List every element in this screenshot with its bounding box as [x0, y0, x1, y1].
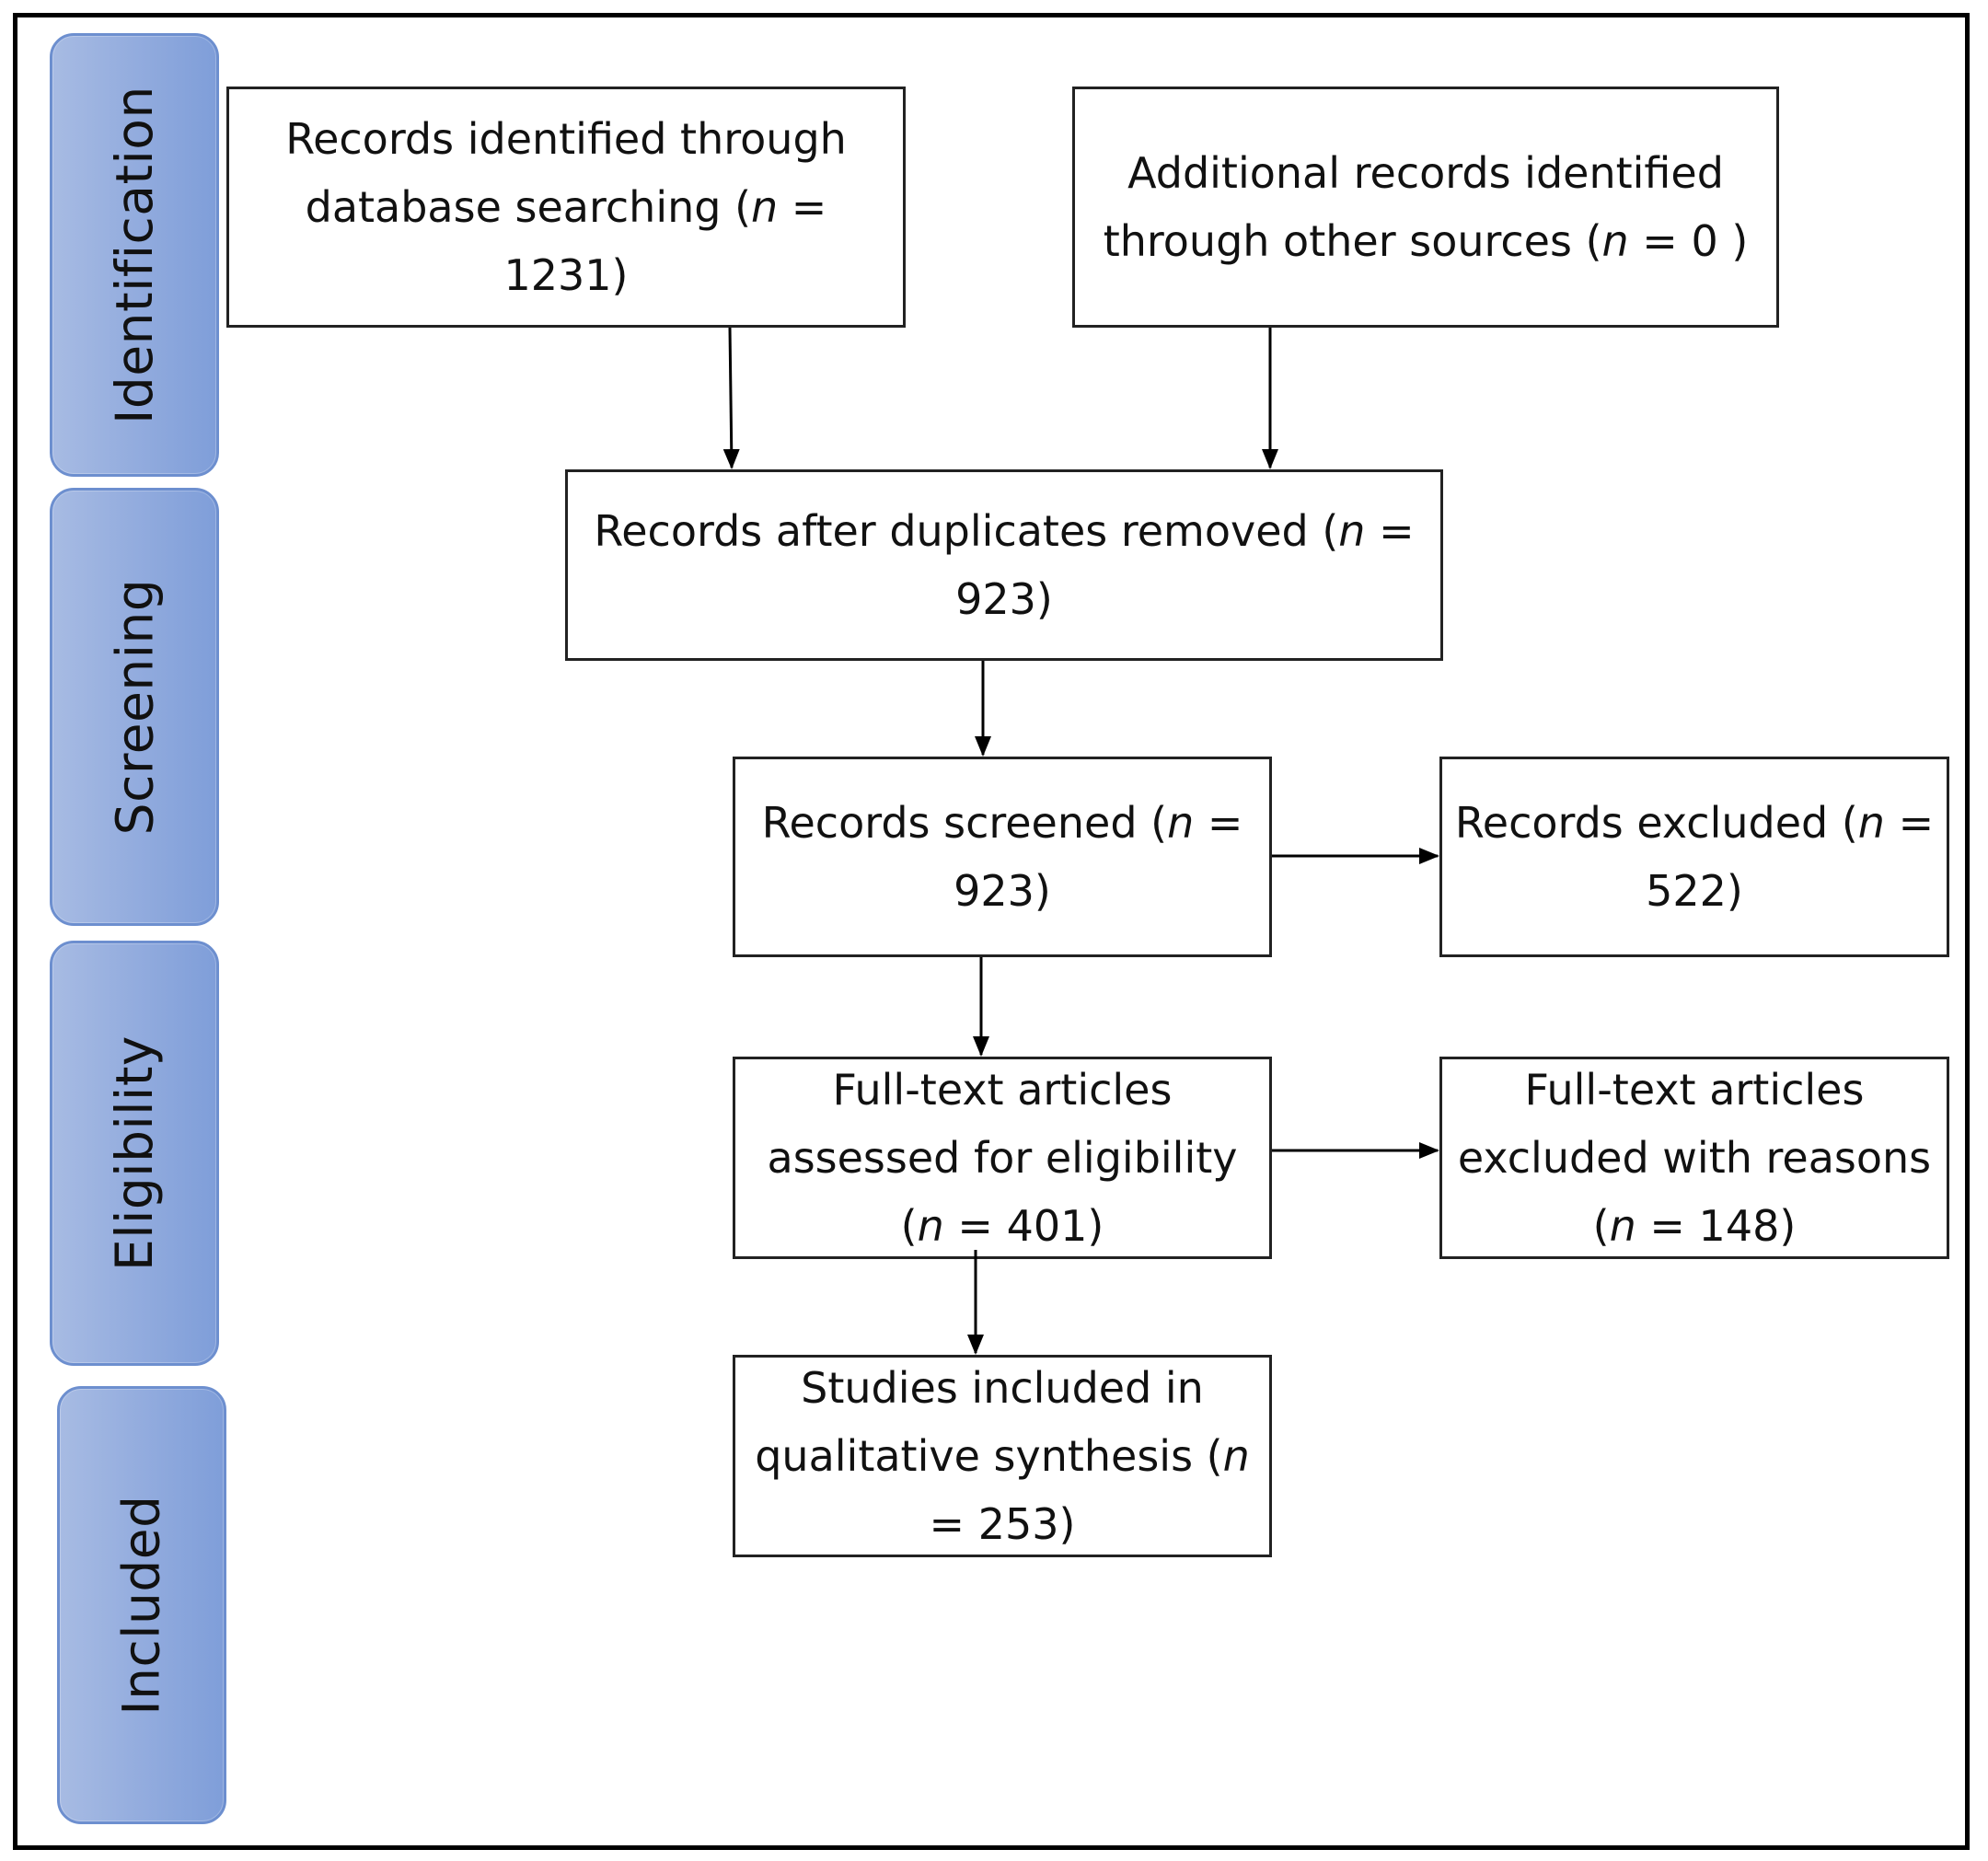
box-records-excluded-text: Records excluded (n = 522)	[1448, 789, 1941, 925]
fulltext-assessed-line3-pre: (	[900, 1201, 918, 1251]
included-line1: Studies included in	[801, 1363, 1204, 1413]
db-search-line2-pre: database searching (	[305, 182, 752, 232]
after-duplicates-line1-pre: Records after duplicates removed (	[594, 506, 1339, 556]
box-fulltext-assessed: Full-text articles assessed for eligibil…	[733, 1057, 1272, 1259]
other-sources-n: n	[1601, 216, 1629, 266]
stage-identification: Identification	[50, 33, 219, 477]
screened-line1-pre: Records screened (	[761, 798, 1168, 848]
stage-included: Included	[57, 1386, 226, 1824]
other-sources-count: = 0 )	[1628, 216, 1749, 266]
stage-eligibility: Eligibility	[50, 941, 219, 1366]
db-search-count: = 1231)	[503, 182, 827, 300]
excluded-n: n	[1857, 798, 1885, 848]
included-n: n	[1222, 1431, 1250, 1481]
box-studies-included: Studies included in qualitative synthesi…	[733, 1355, 1272, 1557]
box-database-searching: Records identified through database sear…	[226, 87, 906, 328]
fulltext-excluded-count: = 148)	[1635, 1201, 1797, 1251]
included-count: = 253)	[929, 1499, 1076, 1549]
included-line2-pre: qualitative synthesis (	[755, 1431, 1223, 1481]
fulltext-assessed-line2: assessed for eligibility	[767, 1133, 1238, 1183]
fulltext-excluded-n: n	[1609, 1201, 1636, 1251]
screened-count: 923)	[954, 866, 1051, 916]
box-other-sources: Additional records identified through ot…	[1072, 87, 1779, 328]
fulltext-assessed-n: n	[917, 1201, 944, 1251]
fulltext-excluded-line3-pre: (	[1592, 1201, 1610, 1251]
other-sources-line1: Additional records identified	[1127, 148, 1724, 198]
db-search-line1: Records identified through	[285, 114, 847, 164]
fulltext-assessed-line1: Full-text articles	[832, 1065, 1173, 1115]
excluded-count: 522)	[1646, 866, 1743, 916]
fulltext-assessed-count: = 401)	[943, 1201, 1104, 1251]
box-fulltext-excluded-text: Full-text articles excluded with reasons…	[1451, 1056, 1938, 1260]
box-fulltext-excluded: Full-text articles excluded with reasons…	[1439, 1057, 1949, 1259]
after-duplicates-count: 923)	[955, 574, 1053, 624]
box-after-duplicates-text: Records after duplicates removed (n = 92…	[586, 497, 1421, 633]
arrow-db-to-duplicates	[722, 327, 740, 469]
other-sources-line2-pre: through other sources (	[1103, 216, 1602, 266]
box-studies-included-text: Studies included in qualitative synthesi…	[747, 1354, 1257, 1558]
figure-frame	[13, 13, 1970, 1850]
box-records-screened-text: Records screened (n = 923)	[755, 789, 1251, 925]
box-other-sources-text: Additional records identified through ot…	[1096, 139, 1756, 275]
box-after-duplicates: Records after duplicates removed (n = 92…	[565, 469, 1443, 661]
fulltext-excluded-line2: excluded with reasons	[1457, 1133, 1932, 1183]
fulltext-excluded-line1: Full-text articles	[1524, 1065, 1865, 1115]
after-duplicates-n: n	[1338, 506, 1366, 556]
box-records-screened: Records screened (n = 923)	[733, 757, 1272, 957]
box-fulltext-assessed-text: Full-text articles assessed for eligibil…	[760, 1056, 1245, 1260]
box-database-searching-text: Records identified through database sear…	[229, 105, 903, 309]
excluded-line1-pre: Records excluded (	[1454, 798, 1858, 848]
db-search-n: n	[751, 182, 779, 232]
after-duplicates-eq: =	[1365, 506, 1415, 556]
box-records-excluded: Records excluded (n = 522)	[1439, 757, 1949, 957]
screened-eq: =	[1194, 798, 1243, 848]
screened-n: n	[1167, 798, 1195, 848]
excluded-eq: =	[1884, 798, 1935, 848]
stage-screening: Screening	[50, 488, 219, 926]
